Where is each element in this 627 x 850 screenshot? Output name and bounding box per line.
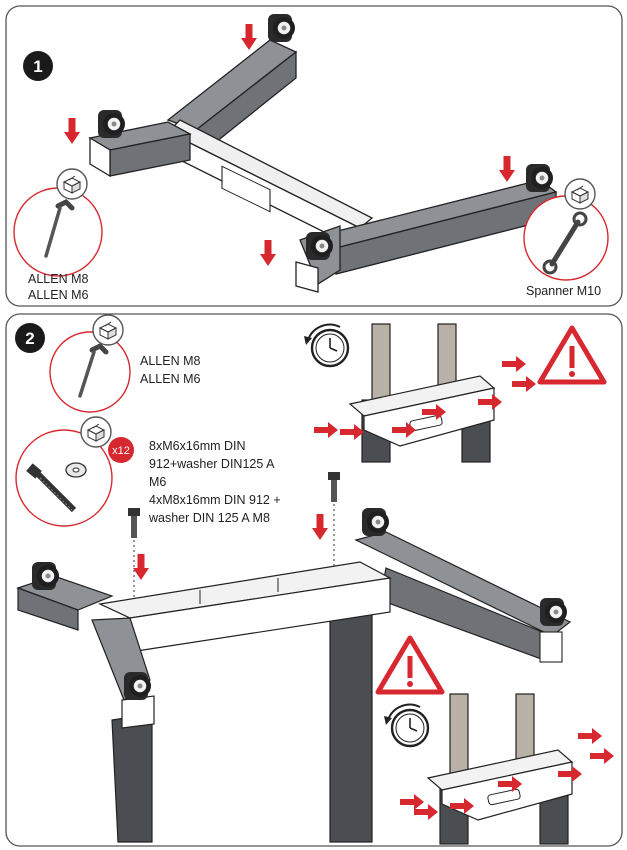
step-2-number-badge: 2: [15, 323, 45, 353]
quantity-badge: x12: [108, 437, 134, 463]
spanner-icon: [542, 211, 588, 275]
step-2-allen-tool: ALLEN M8 ALLEN M6: [49, 314, 200, 413]
toolbox-icon: [564, 178, 596, 210]
bolt-left: [128, 508, 149, 602]
step-1-allen-line2: ALLEN M6: [28, 288, 88, 302]
step-1-allen-tool: ALLEN M8 ALLEN M6: [13, 168, 103, 302]
allen-key-icon: [78, 342, 109, 398]
step-1-allen-line1: ALLEN M8: [28, 272, 88, 286]
step-1-number: 1: [33, 57, 42, 76]
hardware-line-1: 8xM6x16mm DIN: [149, 439, 246, 453]
hardware-line-5: washer DIN 125 A M8: [148, 511, 270, 525]
toolbox-icon: [92, 314, 124, 346]
quantity-badge-text: x12: [112, 445, 130, 457]
step-2-number: 2: [25, 329, 34, 348]
step-1-panel: 1: [5, 5, 623, 307]
step-2-allen-line1: ALLEN M8: [140, 354, 200, 368]
toolbox-icon: [80, 416, 112, 448]
step-1-spanner-label: Spanner M10: [526, 284, 601, 298]
hardware-line-2: 912+washer DIN125 A: [149, 457, 275, 471]
hardware-line-4: 4xM8x16mm DIN 912 +: [149, 493, 281, 507]
base-frame: [88, 13, 558, 293]
step-2-panel: 2 ALLEN M8 ALLEN M6: [5, 313, 623, 847]
step-2-hardware: x12 8xM6x16mm DIN 912+washer DIN125 A M6…: [15, 416, 281, 527]
step-2-allen-line2: ALLEN M6: [140, 372, 200, 386]
step-1-spanner-tool: Spanner M10: [523, 178, 609, 298]
toolbox-icon: [56, 168, 88, 200]
hardware-line-3: M6: [149, 475, 166, 489]
allen-key-icon: [44, 198, 75, 258]
main-frame: [16, 507, 572, 843]
detail-bracket-top: [314, 323, 536, 463]
bolt-washer-icon: [26, 462, 87, 513]
step-1-number-badge: 1: [23, 51, 53, 81]
detail-bracket-bottom: [400, 693, 614, 845]
bolt-right: [312, 472, 340, 566]
